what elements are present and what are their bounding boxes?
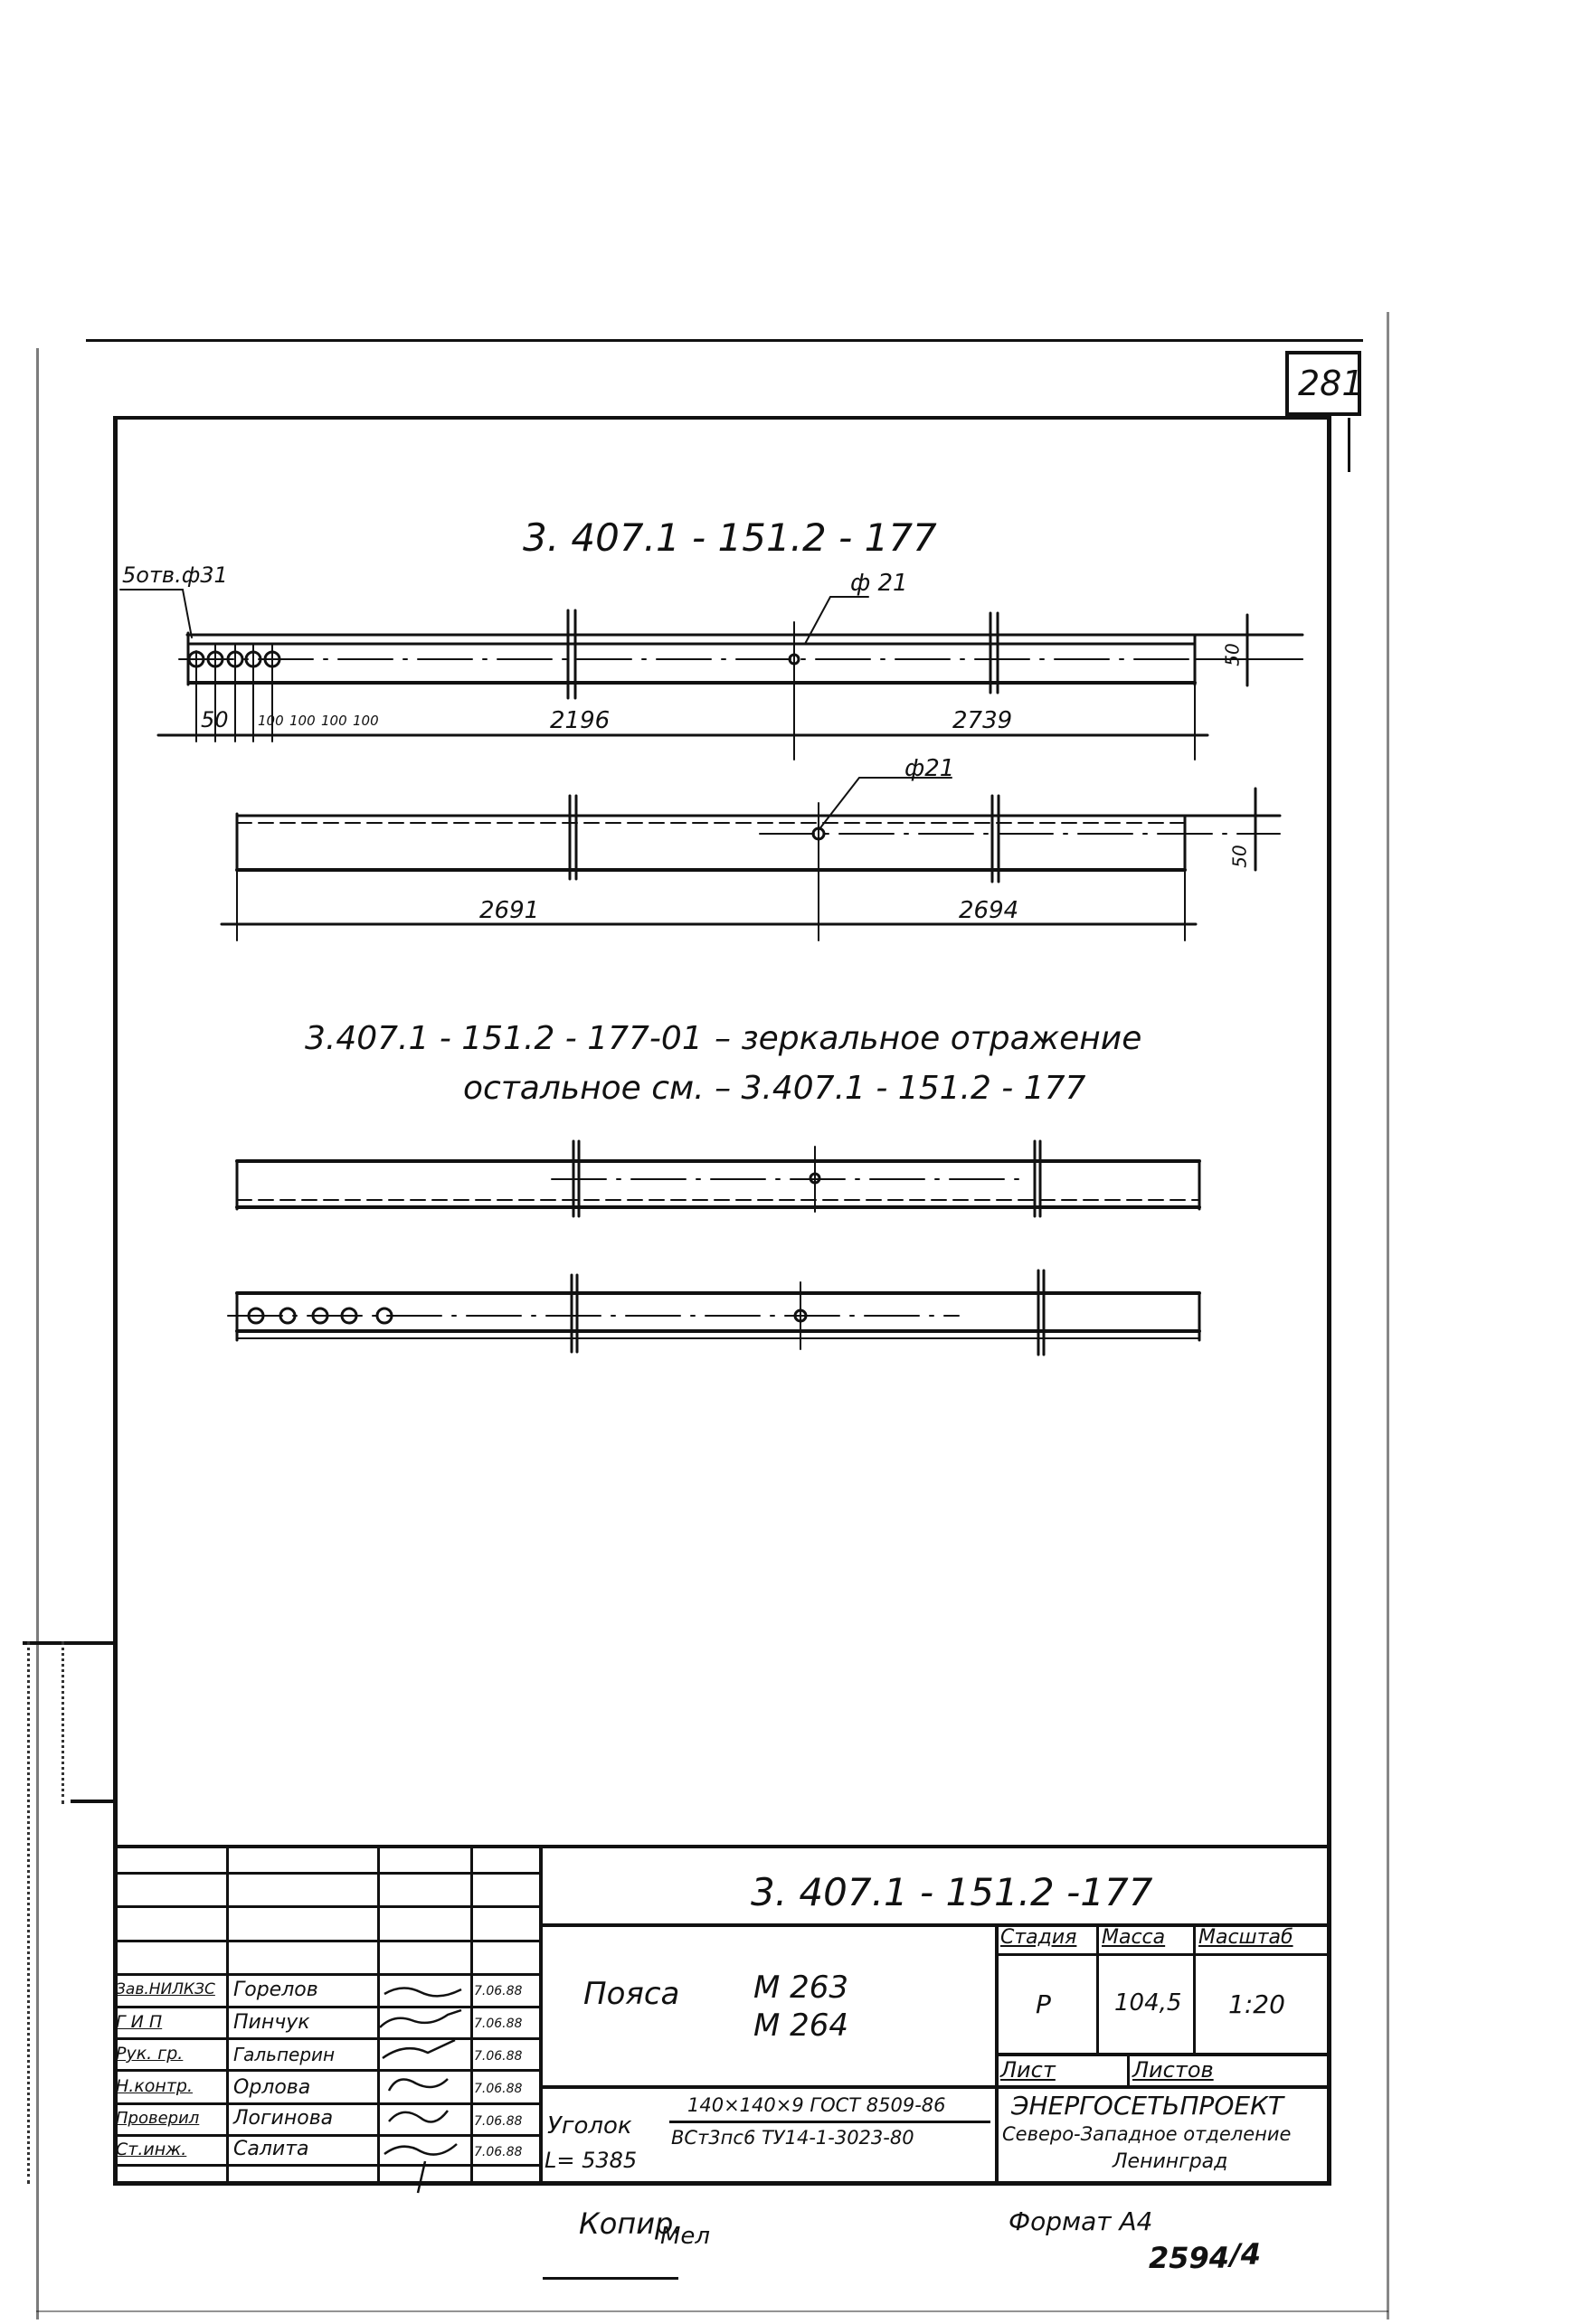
header-sheet: Лист bbox=[1000, 2057, 1056, 2083]
signature-icon bbox=[387, 2078, 449, 2092]
page-number-box: 281 bbox=[1285, 351, 1364, 416]
dim-2691: 2691 bbox=[479, 897, 540, 924]
copy-signature: Мел bbox=[660, 2223, 711, 2250]
signature-icon bbox=[384, 1987, 462, 1998]
scale-value: 1:20 bbox=[1228, 1989, 1285, 2019]
view1-angle-profile bbox=[119, 589, 1304, 760]
sig-name: Гальперин bbox=[233, 2044, 336, 2065]
sig-name: Логинова bbox=[233, 2107, 334, 2130]
format-label: Формат А4 bbox=[1009, 2206, 1153, 2236]
holes-callout: 5отв.ф31 bbox=[122, 562, 228, 588]
sig-role: Н.контр. bbox=[116, 2076, 194, 2096]
document-code: 3. 407.1 - 151.2 -177 bbox=[751, 1870, 1153, 1914]
organization-division: Северо-Западное отделение bbox=[1002, 2123, 1292, 2145]
page-box-tick bbox=[1348, 418, 1350, 472]
sig-date: 7.06.88 bbox=[474, 2049, 523, 2064]
view3-mirror-profile bbox=[235, 1139, 1201, 1218]
drawing-title: 3. 407.1 - 151.2 - 177 bbox=[523, 515, 937, 560]
dim-50: 50 bbox=[201, 707, 229, 732]
sig-role: Рук. гр. bbox=[116, 2044, 184, 2064]
copy-label: Копир. bbox=[579, 2206, 683, 2241]
footer-rule bbox=[543, 2277, 678, 2280]
sig-name: Горелов bbox=[233, 1979, 318, 2001]
mark-264: М 264 bbox=[753, 2008, 849, 2044]
archive-suffix: /4 bbox=[1230, 2237, 1261, 2272]
sig-date: 7.06.88 bbox=[474, 2145, 523, 2159]
signature-icon bbox=[384, 2143, 458, 2194]
view4-mirror-profile bbox=[227, 1269, 1201, 1356]
dim-100-b: 100 bbox=[289, 713, 316, 729]
sig-name: Орлова bbox=[233, 2076, 311, 2099]
stage-value: Р bbox=[1036, 1989, 1051, 2019]
sig-date: 7.06.88 bbox=[474, 2114, 523, 2129]
view2-angle-profile bbox=[220, 777, 1282, 941]
organization-name: ЭНЕРГОСЕТЬПРОЕКТ bbox=[1011, 2091, 1284, 2121]
sig-date: 7.06.88 bbox=[474, 2082, 523, 2096]
material-label: Уголок bbox=[547, 2112, 632, 2140]
dim-100-a: 100 bbox=[258, 713, 284, 729]
sig-date: 7.06.88 bbox=[474, 2017, 523, 2031]
mirror-note-text: – зеркальное отражение bbox=[715, 1020, 1142, 1057]
header-scale: Масштаб bbox=[1198, 1926, 1293, 1949]
signature-icon bbox=[382, 2038, 456, 2060]
signature-icon bbox=[379, 2008, 462, 2028]
organization-city: Ленинград bbox=[1113, 2150, 1228, 2173]
sig-name: Салита bbox=[233, 2138, 309, 2160]
hole-callout-d21-view2: ф21 bbox=[904, 755, 955, 782]
dim-2739: 2739 bbox=[952, 707, 1013, 734]
header-mass: Масса bbox=[1102, 1926, 1166, 1949]
product-name: Пояса bbox=[583, 1976, 680, 2012]
sig-name: Пинчук bbox=[233, 2011, 310, 2034]
sig-role: Г И П bbox=[116, 2012, 163, 2032]
signature-icon bbox=[388, 2110, 449, 2123]
material-length: L= 5385 bbox=[545, 2148, 638, 2173]
sig-role: Зав.НИЛКЗС bbox=[116, 1980, 215, 1998]
archive-number: 2594 bbox=[1149, 2241, 1230, 2275]
dim-2196: 2196 bbox=[550, 707, 611, 734]
header-stage: Стадия bbox=[1000, 1926, 1077, 1949]
page-number: 281 bbox=[1298, 364, 1364, 403]
mass-value: 104,5 bbox=[1114, 1989, 1182, 2017]
mark-263: М 263 bbox=[753, 1970, 849, 2006]
dim-100-d: 100 bbox=[353, 713, 379, 729]
hole-callout-d21: ф 21 bbox=[850, 570, 908, 597]
dim-100-c: 100 bbox=[321, 713, 347, 729]
sig-role: Ст.инж. bbox=[116, 2140, 187, 2159]
dim-2694: 2694 bbox=[959, 897, 1019, 924]
sig-date: 7.06.88 bbox=[474, 1984, 523, 1998]
sig-role: Проверил bbox=[116, 2109, 200, 2128]
mirror-note-line2: остальное см. – 3.407.1 - 151.2 - 177 bbox=[463, 1070, 1086, 1107]
mirror-note-code: 3.407.1 - 151.2 - 177-01 bbox=[305, 1020, 703, 1057]
material-steel: ВСт3пс6 ТУ14-1-3023-80 bbox=[671, 2127, 914, 2149]
material-profile: 140×140×9 ГОСТ 8509-86 bbox=[687, 2094, 946, 2116]
header-sheets: Листов bbox=[1132, 2057, 1214, 2083]
